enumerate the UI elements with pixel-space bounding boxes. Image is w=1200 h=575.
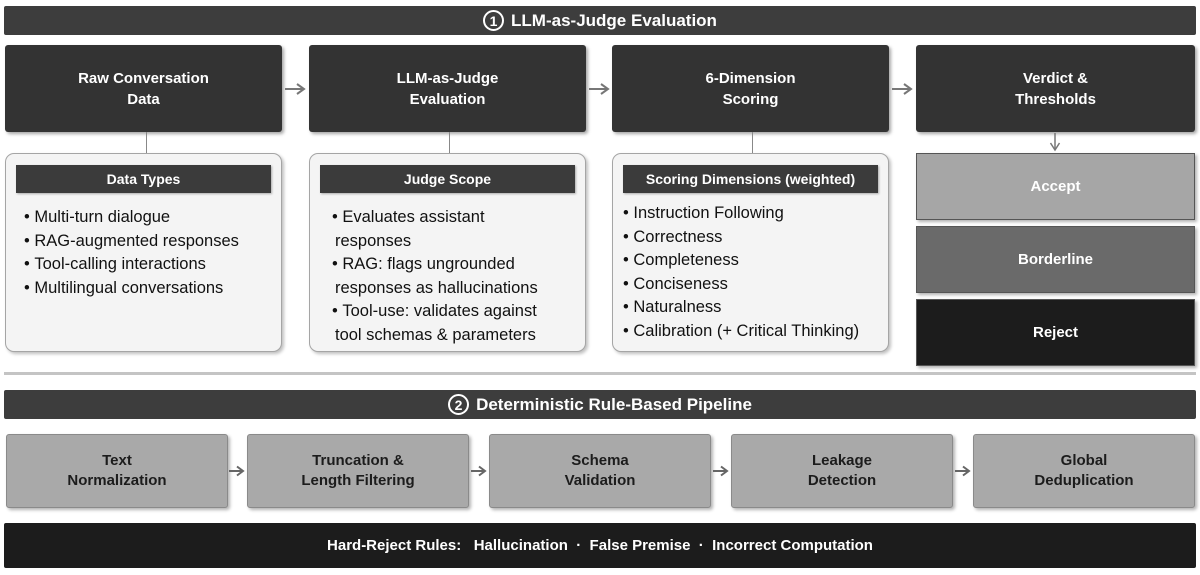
list-item: Calibration (+ Critical Thinking) <box>623 320 880 344</box>
list-item: Naturalness <box>623 296 880 320</box>
arrow-right-icon <box>713 465 729 477</box>
list-item: Correctness <box>623 226 880 250</box>
verdict-accept: Accept <box>916 153 1195 220</box>
list-item: Evaluates assistant <box>332 206 577 230</box>
list-item: Multilingual conversations <box>24 277 273 301</box>
panel-data-types: Data Types Multi-turn dialogue RAG-augme… <box>5 153 282 352</box>
arrow-down-icon <box>1049 133 1061 152</box>
stage-llm-as-judge-evaluation: LLM-as-Judge Evaluation <box>309 45 586 132</box>
arrow-right-icon <box>589 83 610 95</box>
section-2-number: 2 <box>448 394 470 415</box>
list-item: Conciseness <box>623 273 880 297</box>
connector-line <box>449 132 450 153</box>
stage-raw-conversation-data: Raw Conversation Data <box>5 45 282 132</box>
pipeline-global-deduplication: Global Deduplication <box>973 434 1195 508</box>
pipeline-schema-validation: Schema Validation <box>489 434 711 508</box>
data-types-list: Multi-turn dialogue RAG-augmented respon… <box>24 206 273 300</box>
connector-line <box>752 132 753 153</box>
list-item-continuation: tool schemas & parameters <box>335 325 536 344</box>
stage-verdict-thresholds: Verdict & Thresholds <box>916 45 1195 132</box>
judge-scope-list: Evaluates assistant responses RAG: flags… <box>332 206 577 347</box>
pipeline-leakage-detection: Leakage Detection <box>731 434 953 508</box>
connector-line <box>146 132 147 153</box>
scoring-dimensions-list: Instruction Following Correctness Comple… <box>623 202 880 343</box>
panel-judge-scope: Judge Scope Evaluates assistant response… <box>309 153 586 352</box>
arrow-right-icon <box>229 465 245 477</box>
panel-title: Scoring Dimensions (weighted) <box>623 165 878 193</box>
verdict-reject: Reject <box>916 299 1195 366</box>
arrow-right-icon <box>471 465 487 477</box>
list-item: Tool-use: validates against <box>332 300 577 324</box>
panel-title: Data Types <box>16 165 271 193</box>
list-item: RAG: flags ungrounded <box>332 253 577 277</box>
panel-scoring-dimensions: Scoring Dimensions (weighted) Instructio… <box>612 153 889 352</box>
list-item-continuation: responses <box>335 231 412 250</box>
section-divider <box>4 372 1196 375</box>
list-item: Multi-turn dialogue <box>24 206 273 230</box>
list-item: Instruction Following <box>623 202 880 226</box>
arrow-right-icon <box>892 83 913 95</box>
list-item: Completeness <box>623 249 880 273</box>
list-item: Tool-calling interactions <box>24 253 273 277</box>
stage-6-dimension-scoring: 6-Dimension Scoring <box>612 45 889 132</box>
list-item: RAG-augmented responses <box>24 230 273 254</box>
pipeline-text-normalization: Text Normalization <box>6 434 228 508</box>
section-2-title: Deterministic Rule-Based Pipeline <box>476 394 752 414</box>
pipeline-truncation-length-filtering: Truncation & Length Filtering <box>247 434 469 508</box>
verdict-borderline: Borderline <box>916 226 1195 293</box>
section-1-number: 1 <box>483 10 505 31</box>
hard-reject-rules-bar: Hard-Reject Rules: Hallucination · False… <box>4 523 1196 568</box>
section-2-banner: 2 Deterministic Rule-Based Pipeline <box>4 390 1196 419</box>
list-item-continuation: responses as hallucinations <box>335 278 538 297</box>
section-1-banner: 1 LLM-as-Judge Evaluation <box>4 6 1196 35</box>
arrow-right-icon <box>285 83 306 95</box>
arrow-right-icon <box>955 465 971 477</box>
panel-title: Judge Scope <box>320 165 575 193</box>
section-1-title: LLM-as-Judge Evaluation <box>511 10 717 30</box>
